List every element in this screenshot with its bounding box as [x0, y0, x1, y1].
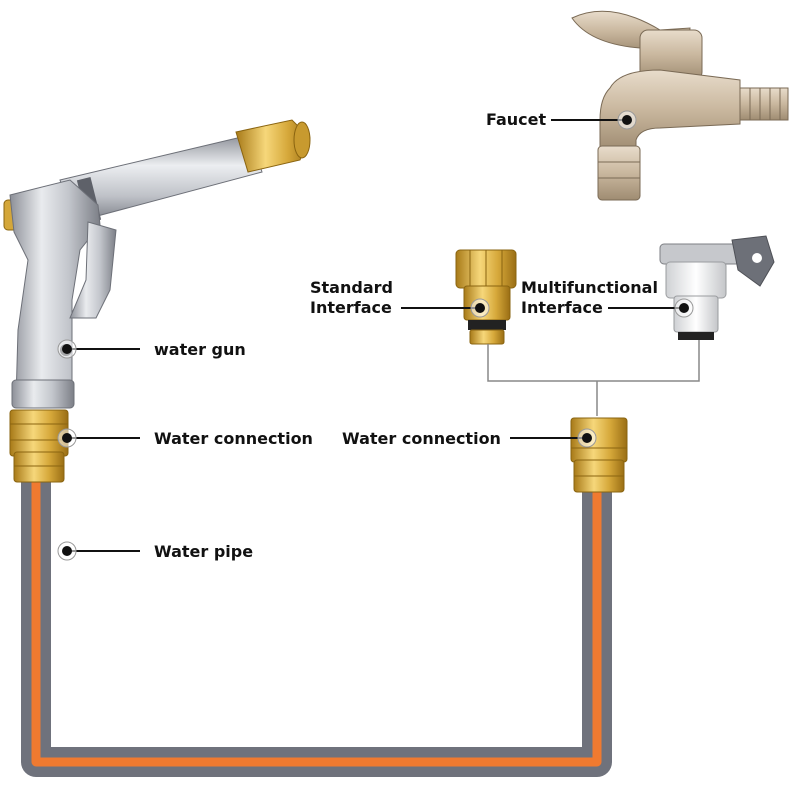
water-gun [3, 119, 311, 409]
leader-standard-interface [401, 298, 490, 318]
standard-interface-label-line1: Standard [310, 278, 393, 297]
interface-bracket [487, 340, 700, 416]
water-connection-left-label: Water connection [154, 429, 313, 448]
water-connection-right-label: Water connection [342, 429, 501, 448]
leader-faucet [551, 110, 637, 130]
water-pipe [21, 478, 612, 777]
standard-interface [455, 249, 517, 345]
leader-water-connection-right [510, 428, 597, 448]
faucet [571, 10, 789, 201]
multifunctional-interface-label-line2: Interface [521, 298, 603, 317]
multifunctional-interface-label-line1: Multifunctional [521, 278, 658, 297]
faucet-label: Faucet [486, 110, 547, 129]
leader-water-gun [57, 339, 140, 359]
water-pipe-label: Water pipe [154, 542, 254, 561]
water-gun-label: water gun [154, 340, 246, 359]
multifunctional-interface [659, 235, 775, 340]
water-connection-right [570, 417, 628, 493]
water-connection-left [9, 409, 69, 483]
multifunctional-interface-label: Multifunctional Interface [521, 278, 658, 318]
leader-multifunctional-interface [608, 298, 694, 318]
standard-interface-label-line2: Interface [310, 298, 392, 317]
leader-water-connection-left [57, 428, 140, 448]
standard-interface-label: Standard Interface [310, 278, 393, 318]
leader-water-pipe [57, 541, 140, 561]
